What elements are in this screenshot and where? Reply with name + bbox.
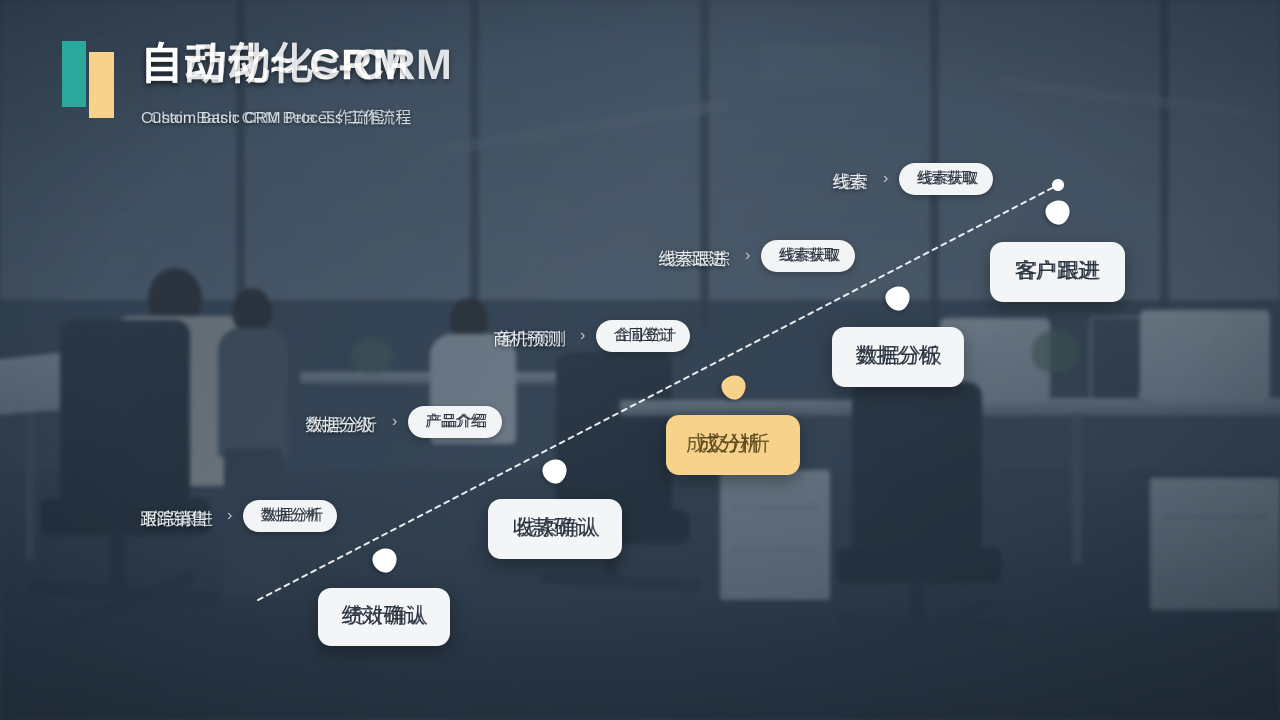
- page-title: 自凸动化≈-CRM 自动化≈-CRM: [140, 41, 452, 89]
- step-label-5: 阶段跟进 跟踪销售: [140, 510, 213, 529]
- chevron-right-icon: ›: [883, 170, 889, 187]
- step-label-3: 客户预测 商机预测: [493, 330, 566, 349]
- page-title-ghost: 自凸动化≈-CRM: [140, 41, 453, 89]
- chevron-right-icon: ›: [227, 507, 233, 524]
- map-pin-icon-accent: [717, 370, 751, 407]
- chevron-right-icon: ›: [392, 413, 398, 430]
- step-pill-3[interactable]: 企业统计 合同签订: [596, 320, 691, 352]
- page-subtitle-ghost: Chain Batch CRM Beta 工作流程: [150, 110, 384, 127]
- step-row-2[interactable]: 线索跟踪 线索跟进 › 线索获取 线索获取: [658, 240, 856, 272]
- node-card-5[interactable]: 统计确认 绩效确认: [318, 588, 450, 646]
- step-row-3[interactable]: 客户预测 商机预测 › 企业统计 合同签订: [493, 320, 691, 352]
- step-row-4[interactable]: 数据分析 数据分级 › 产品介绍 产品介绍: [305, 406, 503, 438]
- logo-bar-amber: [89, 52, 114, 118]
- step-label-1: 线索 线索: [832, 173, 868, 192]
- node-card-4[interactable]: 线索确认 收款确认: [488, 499, 622, 559]
- step-pill-4[interactable]: 产品介绍 产品介绍: [408, 406, 503, 438]
- chevron-right-icon: ›: [580, 327, 586, 344]
- map-pin-icon: [881, 281, 915, 318]
- step-label-2: 线索跟踪 线索跟进: [658, 250, 730, 269]
- chevron-right-icon: ›: [745, 247, 751, 264]
- node-card-1[interactable]: 客户跟进 客户跟进: [990, 242, 1125, 302]
- map-pin-icon: [538, 454, 572, 491]
- step-pill-1[interactable]: 线索获取 线索获取: [899, 163, 994, 195]
- logo-bar-teal: [62, 41, 86, 107]
- node-card-2[interactable]: 数据分级 数据分析: [832, 327, 964, 387]
- page-subtitle-text: Custom Basic CRM Process 工作流程: [141, 110, 412, 127]
- step-pill-5[interactable]: 数据分析 数据分析: [243, 500, 338, 532]
- step-pill-2[interactable]: 线索获取 线索获取: [761, 240, 856, 272]
- step-label-4: 数据分析 数据分级: [305, 416, 377, 435]
- page-title-text: 自动化≈-CRM: [140, 41, 409, 89]
- node-card-3[interactable]: 成交分析 成分析: [666, 415, 800, 475]
- step-row-1[interactable]: 线索 线索 › 线索获取 线索获取: [832, 163, 994, 195]
- map-pin-icon: [1041, 195, 1075, 232]
- map-pin-icon: [368, 543, 402, 580]
- step-row-5[interactable]: 阶段跟进 跟踪销售 › 数据分析 数据分析: [140, 500, 338, 532]
